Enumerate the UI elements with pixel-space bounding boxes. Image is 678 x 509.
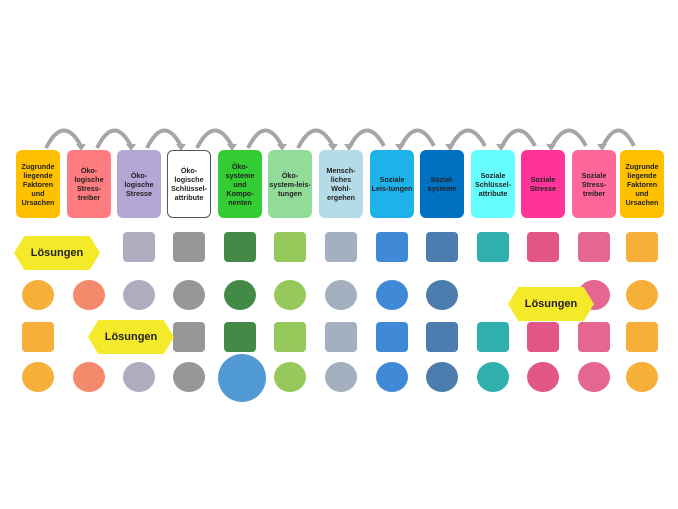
pictogram-icon xyxy=(426,280,458,310)
pictogram-icon xyxy=(173,362,205,392)
stage-box: Mensch-liches Wohl-ergehen xyxy=(319,150,363,218)
pictogram-icon xyxy=(578,232,610,262)
pictogram-icon xyxy=(376,322,408,352)
pictogram-icon xyxy=(527,322,559,352)
pictogram-icon xyxy=(22,322,54,352)
pictogram-icon xyxy=(527,232,559,262)
stage-box: Zugrunde liegende Faktoren und Ursachen xyxy=(620,150,664,218)
pictogram-icon xyxy=(224,232,256,262)
arrow xyxy=(398,128,436,149)
pictogram-icon xyxy=(173,322,205,352)
arrow xyxy=(549,128,588,149)
stage-box: Öko-logische Schlüssel-attribute xyxy=(167,150,211,218)
arrow xyxy=(246,128,284,149)
pictogram-icon xyxy=(73,280,105,310)
stage-box: Öko-system-leis-tungen xyxy=(268,150,312,218)
pictogram-icon xyxy=(626,280,658,310)
stage-box: Öko-logische Stress-treiber xyxy=(67,150,111,218)
pictogram-icon xyxy=(274,232,306,262)
pictogram-icon xyxy=(325,322,357,352)
pictogram-icon xyxy=(123,232,155,262)
arrowhead xyxy=(76,144,86,151)
cycle-arrows xyxy=(44,128,636,151)
stage-box: Öko-systeme und Kompo-nenten xyxy=(218,150,262,218)
solutions-badge: Lösungen xyxy=(508,287,594,321)
pictogram-icon xyxy=(224,322,256,352)
stage-box: Soziale Leis-tungen xyxy=(370,150,414,218)
stage-box: Soziale Stresse xyxy=(521,150,565,218)
arrow xyxy=(296,128,335,149)
arrow xyxy=(448,128,487,149)
solutions-badge: Lösungen xyxy=(88,320,174,354)
pictogram-icon xyxy=(578,362,610,392)
arrowhead xyxy=(328,144,338,151)
arrowhead xyxy=(176,144,186,151)
pictogram-icon xyxy=(578,322,610,352)
pictogram-icon xyxy=(173,232,205,262)
pictogram-icon xyxy=(224,280,256,310)
arrowhead xyxy=(395,144,405,151)
pictogram-icon xyxy=(325,232,357,262)
pictogram-icon xyxy=(477,322,509,352)
stage-box: Zugrunde liegende Faktoren und Ursachen xyxy=(16,150,60,218)
arrow xyxy=(195,128,234,149)
pictogram-icon xyxy=(123,362,155,392)
pictogram-icon xyxy=(22,280,54,310)
arrowhead xyxy=(227,144,237,151)
stage-box: Soziale Schlüssel-attribute xyxy=(471,150,515,218)
pictogram-icon xyxy=(426,322,458,352)
pictogram-icon xyxy=(376,280,408,310)
arrow xyxy=(499,128,537,149)
pictogram-icon xyxy=(173,280,205,310)
pictogram-icon xyxy=(73,362,105,392)
pictogram-icon xyxy=(426,362,458,392)
stage-box: Öko-logische Stresse xyxy=(117,150,161,218)
pictogram-icon xyxy=(274,362,306,392)
pictogram-icon xyxy=(626,232,658,262)
solutions-badge: Lösungen xyxy=(14,236,100,270)
arrow xyxy=(600,128,636,149)
arrowhead xyxy=(126,144,136,151)
pictogram-icon xyxy=(22,362,54,392)
arrowhead xyxy=(597,144,607,151)
arrow xyxy=(44,128,83,149)
arrowhead xyxy=(277,144,287,151)
arrowhead xyxy=(496,144,506,151)
arrow xyxy=(347,128,386,149)
pictogram-icon xyxy=(274,322,306,352)
pictogram-icon xyxy=(626,322,658,352)
pictogram-icon xyxy=(626,362,658,392)
pictogram-icon xyxy=(376,362,408,392)
pictogram-icon xyxy=(527,362,559,392)
stage-box: Sozial-systeme xyxy=(420,150,464,218)
stage-box: Soziale Stress-treiber xyxy=(572,150,616,218)
pictogram-icon xyxy=(123,280,155,310)
pictogram-icon xyxy=(426,232,458,262)
pictogram-icon xyxy=(376,232,408,262)
pictogram-icon xyxy=(325,362,357,392)
arrow xyxy=(95,128,133,149)
arrow xyxy=(145,128,183,149)
arrowhead xyxy=(445,144,455,151)
arrowhead xyxy=(344,144,354,151)
pictogram-icon xyxy=(477,232,509,262)
arrowhead xyxy=(546,144,556,151)
pictogram-icon xyxy=(274,280,306,310)
pictogram-icon xyxy=(325,280,357,310)
globe-icon xyxy=(218,354,266,402)
pictogram-icon xyxy=(477,362,509,392)
